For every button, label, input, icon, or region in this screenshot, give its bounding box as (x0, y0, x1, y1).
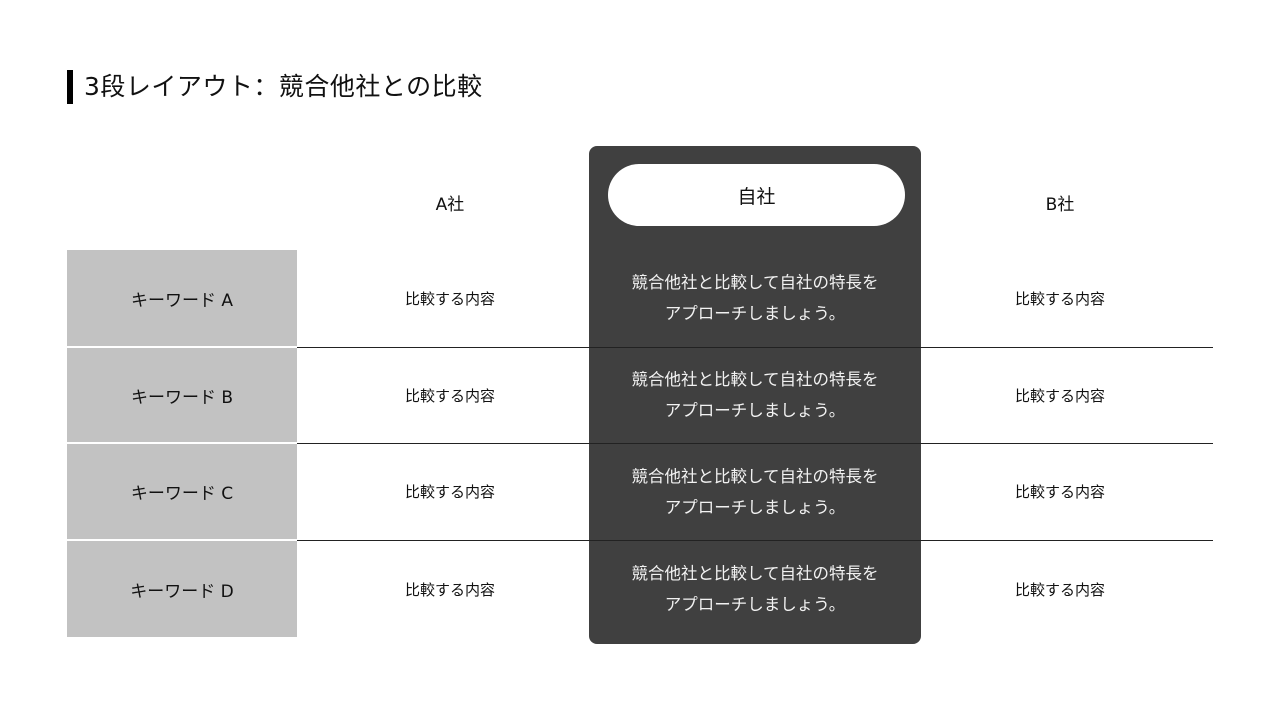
keyword-cell: キーワード A (67, 250, 297, 346)
row-divider (297, 443, 1213, 444)
own-company-cell: 競合他社と比較して自社の特長を アプローチしましょう。 (589, 444, 921, 539)
company-b-cell: 比較する内容 (1014, 386, 1105, 405)
row-divider (297, 540, 1213, 541)
own-company-cell: 競合他社と比較して自社の特長を アプローチしましょう。 (589, 250, 921, 346)
own-cell-line2: アプローチしましょう。 (664, 304, 846, 323)
own-company-header: 自社 (608, 164, 905, 226)
own-cell-line2: アプローチしましょう。 (664, 595, 846, 614)
own-cell-line1: 競合他社と比較して自社の特長を (631, 564, 879, 583)
company-a-cell: 比較する内容 (404, 580, 495, 599)
keyword-cell: キーワード C (67, 444, 297, 539)
company-a-cell: 比較する内容 (404, 483, 495, 501)
title-accent-bar (67, 70, 73, 104)
own-cell-line1: 競合他社と比較して自社の特長を (631, 370, 879, 389)
own-company-cell: 競合他社と比較して自社の特長を アプローチしましょう。 (589, 348, 921, 442)
own-cell-line1: 競合他社と比較して自社の特長を (631, 466, 879, 486)
own-company-label: 自社 (737, 185, 776, 208)
company-b-header: B社 (1045, 194, 1075, 215)
own-company-column (589, 146, 921, 644)
own-cell-line2: アプローチしましょう。 (664, 401, 846, 420)
company-b-cell: 比較する内容 (1014, 580, 1105, 599)
own-company-cell: 競合他社と比較して自社の特長を アプローチしましょう。 (589, 541, 921, 637)
page-title: 3段レイアウト：競合他社との比較 (84, 72, 483, 101)
keyword-cell: キーワード B (67, 348, 297, 442)
keyword-cell: キーワード D (67, 541, 297, 637)
company-b-cell: 比較する内容 (1014, 289, 1105, 308)
row-divider (297, 347, 1213, 348)
company-b-cell: 比較する内容 (1014, 483, 1105, 501)
company-a-cell: 比較する内容 (404, 386, 495, 405)
company-a-header: A社 (435, 194, 465, 215)
company-a-cell: 比較する内容 (404, 289, 495, 308)
own-cell-line2: アプローチしましょう。 (664, 497, 846, 517)
own-cell-line1: 競合他社と比較して自社の特長を (631, 273, 879, 292)
